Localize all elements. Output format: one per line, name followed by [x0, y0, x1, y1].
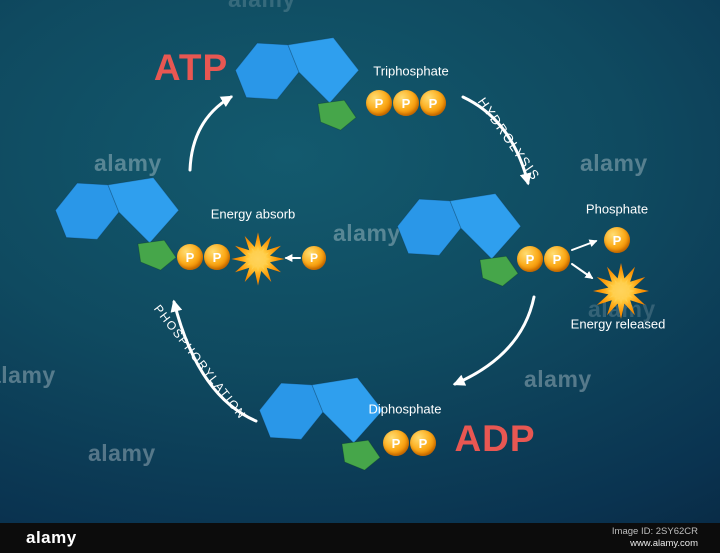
right-diphosphate-group: P P — [517, 246, 570, 272]
left-molecule — [50, 172, 186, 279]
phosphate-p-circle: P — [177, 244, 203, 270]
phosphate-p-circle: P — [420, 90, 446, 116]
alamy-watermark: alamy — [333, 220, 401, 246]
image-id: Image ID: 2SY62CR — [611, 525, 698, 537]
phosphate-p-circle: P — [393, 90, 419, 116]
adp-diphosphate-group: P P — [383, 430, 436, 456]
energy-absorb-burst-icon — [231, 232, 285, 286]
alamy-watermark: alamy — [228, 0, 296, 13]
alamy-logo: alamy — [26, 528, 77, 547]
phosphate-label: Phosphate — [585, 201, 649, 217]
arrow-to-energy-released — [571, 263, 594, 279]
adenine-hexagon — [234, 42, 300, 100]
phosphate-p-circle: P — [204, 244, 230, 270]
triphosphate-label: Triphosphate — [373, 63, 449, 79]
image-meta: Image ID: 2SY62CR www.alamy.com — [612, 526, 698, 551]
adp-title: ADP — [454, 418, 536, 459]
incoming-phosphate-circle: P — [302, 246, 326, 270]
right-molecule — [392, 188, 528, 295]
adenine-pentagon — [287, 37, 360, 104]
free-phosphate-circle: P — [604, 227, 630, 253]
arrow-to-phosphate — [571, 239, 598, 251]
adp-molecule — [254, 372, 390, 479]
alamy-watermark: alamy — [524, 366, 592, 392]
arrow-to-atp — [188, 95, 234, 172]
phosphate-p-circle: P — [383, 430, 409, 456]
alamy-watermark: alamy — [94, 150, 162, 176]
phosphate-p-circle: P — [366, 90, 392, 116]
triphosphate-group: P P P — [366, 90, 446, 116]
alamy-watermark: alamy — [88, 440, 156, 466]
phosphorylation-label: PHOSPHORYLATION — [150, 301, 250, 423]
alamy-watermark: alamy — [580, 150, 648, 176]
diphosphate-label: Diphosphate — [368, 401, 442, 417]
phosphate-p-circle: P — [517, 246, 543, 272]
hydrolysis-label: HYDROLYSIS — [474, 94, 544, 184]
arrow-to-adp — [452, 295, 536, 386]
energy-released-label: Energy released — [570, 316, 666, 332]
atp-title: ATP — [153, 47, 229, 88]
alamy-watermark: alamy — [0, 362, 56, 388]
phosphorylation-arrow — [170, 299, 258, 423]
phosphate-p-circle: P — [544, 246, 570, 272]
atp-molecule — [230, 32, 366, 139]
ribose-pentagon — [317, 99, 357, 131]
alamy-footer-bar: alamy Image ID: 2SY62CR www.alamy.com — [0, 523, 720, 553]
left-diphosphate-group: P P — [177, 244, 230, 270]
alamy-url: www.alamy.com — [630, 538, 698, 549]
energy-absorb-label: Energy absorb — [210, 206, 296, 222]
phosphate-p-circle: P — [410, 430, 436, 456]
